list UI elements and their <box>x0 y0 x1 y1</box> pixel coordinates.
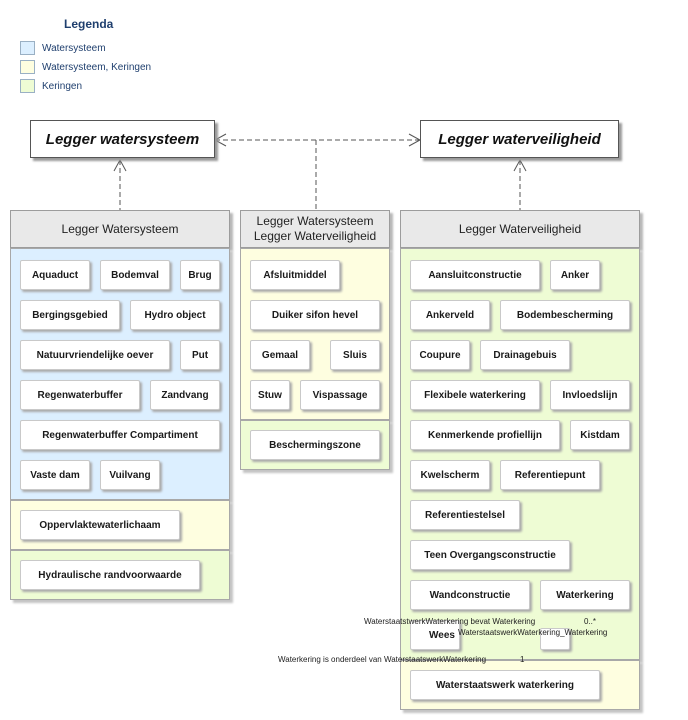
class-referentiestelsel[interactable]: Referentiestelsel <box>410 500 520 530</box>
association-multiplicity-one: 1 <box>520 655 525 664</box>
class-put[interactable]: Put <box>180 340 220 370</box>
class-hydro-object[interactable]: Hydro object <box>130 300 220 330</box>
class-bergingsgebied[interactable]: Bergingsgebied <box>20 300 120 330</box>
legend-label: Keringen <box>42 80 83 92</box>
class-hydraulische-randvoorwaarde[interactable]: Hydraulische randvoorwaarde <box>20 560 200 590</box>
legend-item-watersysteem-keringen: Watersysteem, Keringen <box>20 59 151 75</box>
legend-swatch <box>20 41 35 55</box>
class-regenwaterbuffer[interactable]: Regenwaterbuffer <box>20 380 140 410</box>
class-duiker-sifon-hevel[interactable]: Duiker sifon hevel <box>250 300 380 330</box>
class-referentiepunt[interactable]: Referentiepunt <box>500 460 600 490</box>
arrow-head-up-left <box>113 158 127 172</box>
package-legger-watersysteem-blue <box>10 248 230 500</box>
class-flexibele-waterkering[interactable]: Flexibele waterkering <box>410 380 540 410</box>
class-bodemval[interactable]: Bodemval <box>100 260 170 290</box>
class-aansluitconstructie[interactable]: Aansluitconstructie <box>410 260 540 290</box>
class-vaste-dam[interactable]: Vaste dam <box>20 460 90 490</box>
class-anker[interactable]: Anker <box>550 260 600 290</box>
class-natuurvriendelijke-oever[interactable]: Natuurvriendelijke oever <box>20 340 170 370</box>
class-waterstaatswerk-waterkering[interactable]: Waterstaatswerk waterkering <box>410 670 600 700</box>
class-wandconstructie[interactable]: Wandconstructie <box>410 580 530 610</box>
class-regenwaterbuffer-compartiment[interactable]: Regenwaterbuffer Compartiment <box>20 420 220 450</box>
package-legger-waterveiligheid-title[interactable]: Legger Waterveiligheid <box>400 210 640 248</box>
abstract-legger-waterveiligheid[interactable]: Legger waterveiligheid <box>420 120 619 158</box>
class-stuw[interactable]: Stuw <box>250 380 290 410</box>
class-coupure[interactable]: Coupure <box>410 340 470 370</box>
class-bodembescherming[interactable]: Bodembescherming <box>500 300 630 330</box>
class-invloedslijn[interactable]: Invloedslijn <box>550 380 630 410</box>
package-legger-watersysteem-title[interactable]: Legger Watersysteem <box>10 210 230 248</box>
class-partially-hidden[interactable] <box>540 628 570 650</box>
legend-label: Watersysteem, Keringen <box>42 61 152 73</box>
class-kwelscherm[interactable]: Kwelscherm <box>410 460 490 490</box>
legend-swatch <box>20 79 35 93</box>
legend-item-watersysteem: Watersysteem <box>20 40 106 56</box>
class-brug[interactable]: Brug <box>180 260 220 290</box>
class-teen-overgangsconstructie[interactable]: Teen Overgangsconstructie <box>410 540 570 570</box>
association-label-part-of: Waterkering is onderdeel van Waterstaats… <box>278 655 487 664</box>
class-waterkering[interactable]: Waterkering <box>540 580 630 610</box>
class-afsluitmiddel[interactable]: Afsluitmiddel <box>250 260 340 290</box>
legend-item-keringen: Keringen <box>20 78 82 94</box>
class-sluis[interactable]: Sluis <box>330 340 380 370</box>
class-aquaduct[interactable]: Aquaduct <box>20 260 90 290</box>
package-both-title-line1: Legger Watersysteem <box>256 214 374 228</box>
class-oppervlaktewaterlichaam[interactable]: Oppervlaktewaterlichaam <box>20 510 180 540</box>
arrow-head-left <box>213 133 227 147</box>
class-vispassage[interactable]: Vispassage <box>300 380 380 410</box>
package-both-title-line2: Legger Waterveiligheid <box>253 229 377 243</box>
class-beschermingszone[interactable]: Beschermingszone <box>250 430 380 460</box>
abstract-legger-watersysteem[interactable]: Legger watersysteem <box>30 120 215 158</box>
class-kistdam[interactable]: Kistdam <box>570 420 630 450</box>
association-label-contains: WaterstaatstwerkWaterkering bevat Waterk… <box>364 617 536 626</box>
class-zandvang[interactable]: Zandvang <box>150 380 220 410</box>
association-multiplicity-many: 0..* <box>584 617 597 626</box>
legend-label: Watersysteem <box>42 42 106 54</box>
legend-title: Legenda <box>64 17 114 31</box>
association-role-label: WaterstaatswerkWaterkering_Waterkering <box>458 628 608 637</box>
legend-swatch <box>20 60 35 74</box>
arrow-head-up-right <box>513 158 527 172</box>
class-wees[interactable]: Wees <box>410 620 460 650</box>
class-drainagebuis[interactable]: Drainagebuis <box>480 340 570 370</box>
class-kenmerkende-profiellijn[interactable]: Kenmerkende profiellijn <box>410 420 560 450</box>
class-gemaal[interactable]: Gemaal <box>250 340 310 370</box>
package-both-title[interactable]: Legger Watersysteem Legger Waterveilighe… <box>240 210 390 248</box>
class-ankerveld[interactable]: Ankerveld <box>410 300 490 330</box>
class-vuilvang[interactable]: Vuilvang <box>100 460 160 490</box>
